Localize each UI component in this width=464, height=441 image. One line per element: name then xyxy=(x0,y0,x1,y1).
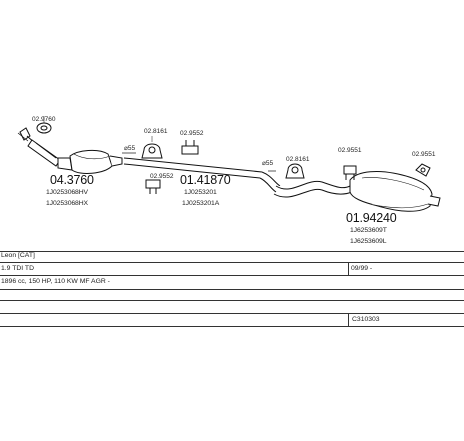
part-ref-front-pipe-2: 1J0253068HX xyxy=(46,200,88,207)
accessory-label-hanger-rear-1: 02.9551 xyxy=(338,147,362,154)
part-ref-middle-pipe-2: 1J0253201A xyxy=(182,200,220,207)
diameter-label-front: ⌀55 xyxy=(124,145,136,152)
hanger-lower-drawing xyxy=(145,179,161,194)
middle-pipe-drawing xyxy=(123,157,281,193)
engine-specs: 1896 cc, 150 HP, 110 KW MF AGR - xyxy=(1,278,110,285)
vehicle-model: Leon [CAT] xyxy=(1,252,35,259)
exhaust-system-diagram xyxy=(17,116,441,212)
part-ref-middle-pipe-1: 1J0253201 xyxy=(184,189,217,196)
accessory-label-clamp-front: 02.8161 xyxy=(144,128,168,135)
part-number-front-pipe: 04.3760 xyxy=(50,173,94,187)
accessory-label-hanger-rear-2: 02.9551 xyxy=(412,151,436,158)
front-pipe-catalyst-drawing xyxy=(17,127,123,174)
gasket-drawing xyxy=(36,116,52,134)
accessory-label-gasket: 02.9760 xyxy=(32,116,56,123)
hanger-upper-drawing xyxy=(181,140,199,155)
diameter-label-rear: ⌀55 xyxy=(262,160,274,167)
part-number-rear-silencer: 01.94240 xyxy=(346,211,397,225)
hanger-rear-2-drawing xyxy=(415,163,431,177)
accessory-label-hanger-upper: 02.9552 xyxy=(180,130,204,137)
rear-silencer-drawing xyxy=(273,171,441,212)
accessory-label-clamp-rear: 02.8161 xyxy=(286,156,310,163)
diameter-marker-lines xyxy=(122,152,276,172)
clamp-rear-drawing xyxy=(285,163,305,179)
catalog-code: C310303 xyxy=(352,316,380,323)
production-date: 09/99 - xyxy=(351,265,373,272)
clamp-upper-drawing xyxy=(141,136,163,159)
part-ref-front-pipe-1: 1J0253068HV xyxy=(46,189,88,196)
part-ref-rear-silencer-2: 1J6253609L xyxy=(350,238,387,245)
engine-type: 1.9 TDI TD xyxy=(1,265,34,272)
hanger-rear-1-drawing xyxy=(343,165,357,180)
part-ref-rear-silencer-1: 1J6253609T xyxy=(350,227,387,234)
part-number-middle-pipe: 01.41870 xyxy=(180,173,231,187)
accessory-label-hanger-lower: 02.9552 xyxy=(150,173,174,180)
